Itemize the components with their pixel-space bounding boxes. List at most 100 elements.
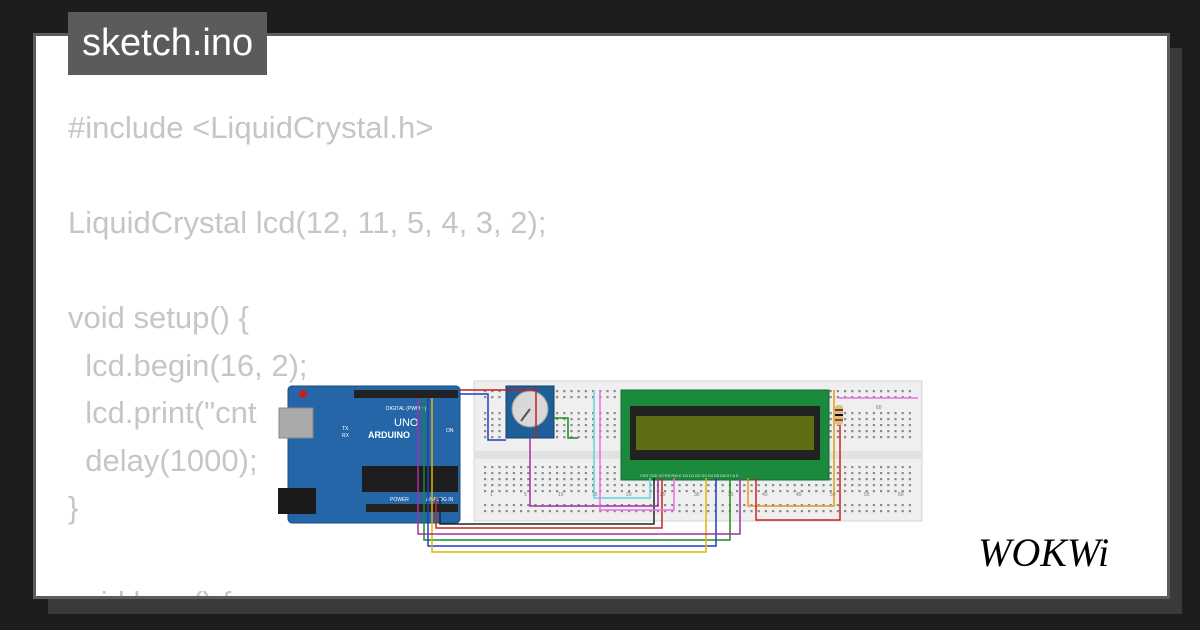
breadboard-hole xyxy=(505,490,508,493)
breadboard-hole xyxy=(512,484,515,487)
breadboard-hole xyxy=(520,472,523,475)
wokwi-logo: WOKWi xyxy=(978,530,1109,574)
breadboard-hole xyxy=(491,418,494,421)
breadboard-hole xyxy=(592,478,595,481)
breadboard-hole xyxy=(764,484,767,487)
breadboard-hole xyxy=(491,396,494,399)
breadboard-hole xyxy=(865,390,868,393)
breadboard-hole xyxy=(685,490,688,493)
breadboard-hole xyxy=(887,478,890,481)
breadboard-hole xyxy=(887,484,890,487)
breadboard-hole xyxy=(678,484,681,487)
breadboard-hole xyxy=(570,510,573,513)
breadboard-hole xyxy=(750,490,753,493)
breadboard-hole xyxy=(512,466,515,469)
breadboard-hole xyxy=(887,396,890,399)
breadboard-hole xyxy=(592,504,595,507)
breadboard-hole xyxy=(484,436,487,439)
breadboard-hole xyxy=(606,484,609,487)
breadboard-hole xyxy=(491,412,494,415)
breadboard-hole xyxy=(527,466,530,469)
breadboard-hole xyxy=(685,504,688,507)
breadboard-hole xyxy=(484,412,487,415)
on-label: ON xyxy=(446,428,454,434)
breadboard-hole xyxy=(887,504,890,507)
breadboard-hole xyxy=(880,504,883,507)
breadboard-hole xyxy=(520,490,523,493)
breadboard-hole xyxy=(721,490,724,493)
breadboard-hole xyxy=(491,478,494,481)
breadboard-hole xyxy=(851,510,854,513)
breadboard-hole xyxy=(541,478,544,481)
breadboard-hole xyxy=(851,466,854,469)
breadboard-hole xyxy=(901,478,904,481)
breadboard-hole xyxy=(858,510,861,513)
breadboard-hole xyxy=(707,484,710,487)
breadboard-hole xyxy=(829,436,832,439)
breadboard-hole xyxy=(527,484,530,487)
breadboard-hole xyxy=(872,484,875,487)
breadboard-hole xyxy=(800,490,803,493)
breadboard-hole xyxy=(664,504,667,507)
breadboard-hole xyxy=(620,504,623,507)
breadboard-hole xyxy=(800,510,803,513)
breadboard-hole xyxy=(743,490,746,493)
breadboard-hole xyxy=(563,466,566,469)
breadboard-hole xyxy=(908,424,911,427)
breadboard-hole xyxy=(548,466,551,469)
breadboard-hole xyxy=(671,484,674,487)
breadboard-hole xyxy=(815,490,818,493)
breadboard-hole xyxy=(908,510,911,513)
breadboard-hole xyxy=(577,510,580,513)
breadboard-hole xyxy=(556,390,559,393)
breadboard-hole xyxy=(872,490,875,493)
power-jack xyxy=(278,488,316,514)
breadboard-hole xyxy=(484,418,487,421)
breadboard-hole xyxy=(894,396,897,399)
breadboard-hole xyxy=(880,510,883,513)
code-line: lcd.print("cnt xyxy=(68,395,257,430)
breadboard-hole xyxy=(620,510,623,513)
breadboard-hole xyxy=(570,396,573,399)
breadboard-hole xyxy=(498,510,501,513)
breadboard-hole xyxy=(851,478,854,481)
breadboard-hole xyxy=(512,504,515,507)
code-line: lcd.begin(16, 2); xyxy=(68,347,308,383)
breadboard-hole xyxy=(865,424,868,427)
breadboard-hole xyxy=(556,412,559,415)
breadboard-hole xyxy=(858,396,861,399)
breadboard-hole xyxy=(692,510,695,513)
breadboard-hole xyxy=(836,436,839,439)
breadboard-column-number: 45 xyxy=(796,492,802,498)
breadboard-hole xyxy=(484,466,487,469)
breadboard-hole xyxy=(584,430,587,433)
breadboard-hole xyxy=(836,396,839,399)
breadboard-hole xyxy=(822,510,825,513)
breadboard-hole xyxy=(534,484,537,487)
breadboard-hole xyxy=(700,484,703,487)
file-tab[interactable]: sketch.ino xyxy=(68,12,268,75)
breadboard-hole xyxy=(613,504,616,507)
file-tab-label: sketch.ino xyxy=(82,22,254,64)
breadboard-hole xyxy=(498,390,501,393)
potentiometer xyxy=(505,385,555,439)
breadboard-hole xyxy=(570,466,573,469)
breadboard-hole xyxy=(491,510,494,513)
breadboard-hole xyxy=(491,466,494,469)
breadboard-hole xyxy=(606,390,609,393)
breadboard-hole xyxy=(577,504,580,507)
breadboard-hole xyxy=(592,424,595,427)
breadboard-hole xyxy=(908,478,911,481)
breadboard-hole xyxy=(678,490,681,493)
breadboard-hole xyxy=(858,390,861,393)
breadboard-hole xyxy=(498,504,501,507)
breadboard-hole xyxy=(836,390,839,393)
chip xyxy=(362,466,458,492)
breadboard-hole xyxy=(844,396,847,399)
breadboard-hole xyxy=(563,424,566,427)
breadboard-hole xyxy=(527,490,530,493)
breadboard-hole xyxy=(822,490,825,493)
breadboard-hole xyxy=(620,490,623,493)
breadboard-hole xyxy=(556,472,559,475)
breadboard-hole xyxy=(844,490,847,493)
